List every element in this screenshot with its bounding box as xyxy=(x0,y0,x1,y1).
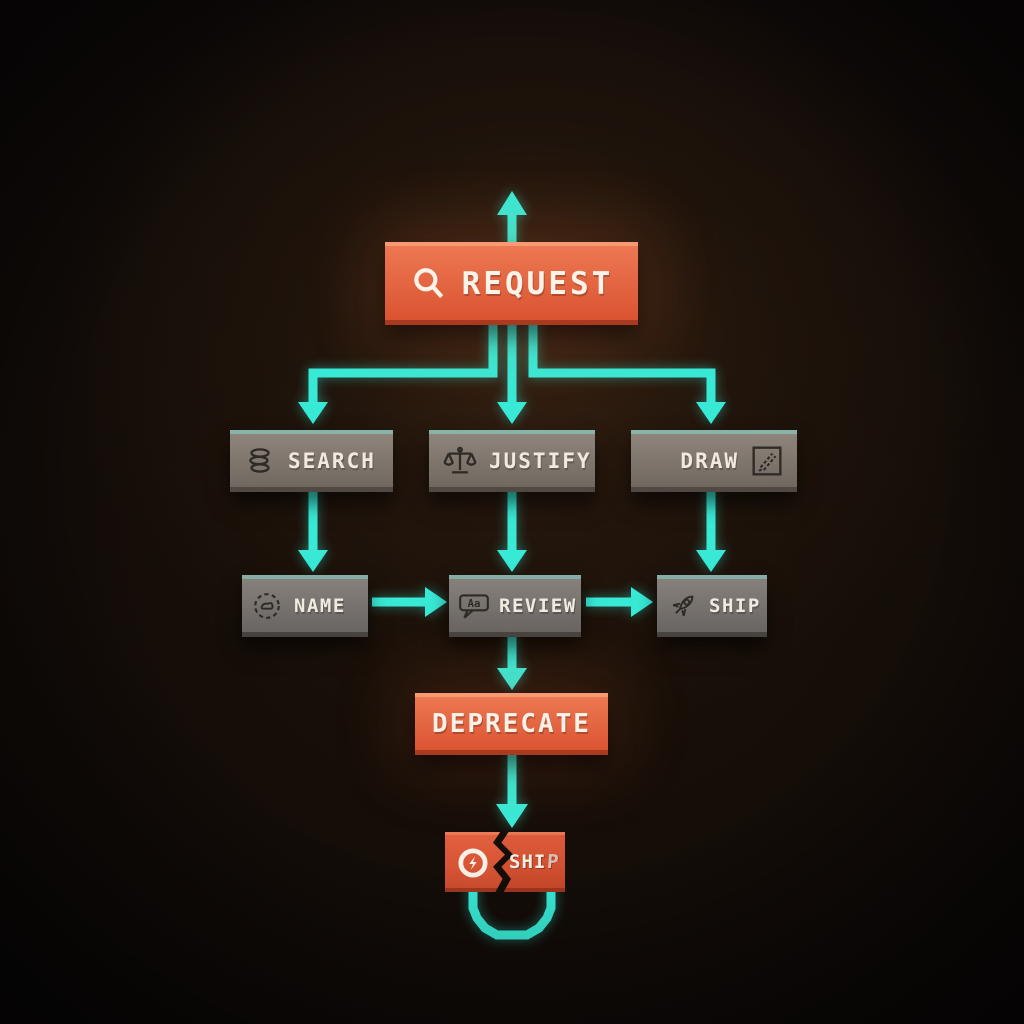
node-label: NAME xyxy=(294,595,346,617)
name-badge-icon xyxy=(254,593,280,619)
broken-letter: P xyxy=(546,851,561,873)
scales-icon xyxy=(443,446,477,474)
magnifier-icon xyxy=(413,267,443,298)
bubble-text: Aa xyxy=(468,597,481,610)
loop-brokenship-self xyxy=(468,886,556,940)
arrow-review-to-ship xyxy=(586,587,653,617)
arrow-justify-to-review xyxy=(497,486,527,572)
arrow-name-to-review xyxy=(372,587,447,617)
bolt-circle-icon xyxy=(455,845,491,885)
node-deprecate[interactable]: DEPRECATE xyxy=(415,693,608,755)
node-broken-ship[interactable]: SHI P xyxy=(445,832,565,892)
node-label: SHIP xyxy=(709,595,761,617)
node-name[interactable]: NAME xyxy=(242,575,368,637)
arrow-request-to-search xyxy=(298,320,498,424)
database-icon xyxy=(249,448,270,473)
node-label: JUSTIFY xyxy=(489,449,592,473)
node-request[interactable]: REQUEST xyxy=(385,242,638,325)
broken-right-half xyxy=(501,832,565,892)
arrow-review-to-deprecate xyxy=(497,630,527,690)
arrow-request-to-justify xyxy=(497,320,527,424)
broken-ship-label: SHI P xyxy=(509,832,560,892)
arrow-deprecate-to-brokenship xyxy=(496,748,528,828)
node-draw[interactable]: DRAW xyxy=(631,430,797,492)
node-search[interactable]: SEARCH xyxy=(230,430,393,492)
node-label: SHI xyxy=(509,851,547,873)
arrow-search-to-name xyxy=(298,486,328,572)
arrow-draw-to-ship xyxy=(696,486,726,572)
pencil-icon xyxy=(752,446,782,476)
arrow-request-to-draw xyxy=(528,320,726,424)
node-label: REVIEW xyxy=(499,595,577,617)
node-ship[interactable]: SHIP xyxy=(657,575,767,637)
node-justify[interactable]: JUSTIFY xyxy=(429,430,595,492)
speech-bubble-icon: Aa xyxy=(459,594,489,619)
rocket-icon xyxy=(672,595,694,617)
node-label: SEARCH xyxy=(288,449,376,473)
node-label: DEPRECATE xyxy=(432,709,591,739)
node-label: DRAW xyxy=(680,449,739,473)
node-review[interactable]: Aa REVIEW xyxy=(449,575,581,637)
node-label: REQUEST xyxy=(461,265,614,302)
